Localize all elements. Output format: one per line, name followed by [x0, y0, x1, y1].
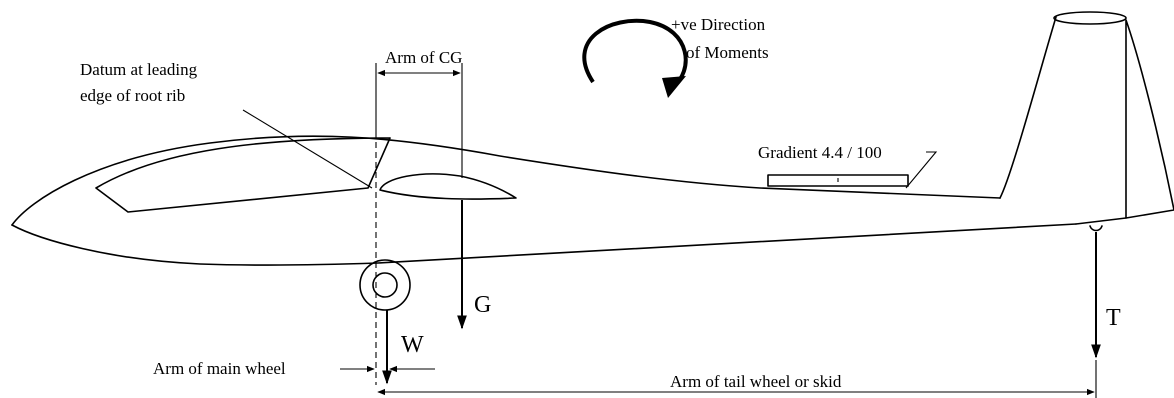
moments-arrow: [582, 18, 688, 90]
canopy: [95, 137, 391, 213]
arm-cg-label: Arm of CG: [385, 48, 462, 67]
wing-root-airfoil: [379, 173, 517, 200]
gradient-label: Gradient 4.4 / 100: [758, 143, 882, 162]
datum-label-line2: edge of root rib: [80, 86, 185, 105]
gravity-force-label: G: [474, 292, 491, 318]
tail-skid: [1089, 225, 1103, 232]
gradient-leader: [905, 151, 938, 189]
main-wheel-outer: [359, 259, 411, 311]
tail-force-label: T: [1106, 305, 1121, 331]
arm-main-wheel-label: Arm of main wheel: [153, 359, 286, 378]
arm-tail-wheel-label: Arm of tail wheel or skid: [670, 372, 842, 391]
fuselage-bottom: [11, 223, 1077, 266]
moments-arrowhead: [662, 76, 686, 98]
rudder: [1125, 19, 1174, 219]
moments-label-line2: of Moments: [686, 43, 769, 62]
tail-bottom: [1075, 217, 1127, 225]
main-wheel-hub: [372, 272, 398, 298]
main-wheel-force-label: W: [401, 332, 424, 358]
tailplane-tip: [1053, 11, 1127, 25]
datum-leader: [242, 109, 373, 189]
glider-outline: [11, 11, 1174, 311]
fin-leading-edge: [999, 16, 1057, 199]
datum-label-line1: Datum at leading: [80, 60, 198, 79]
moments-label-line1: +ve Direction: [671, 15, 766, 34]
level-board: [767, 174, 909, 187]
